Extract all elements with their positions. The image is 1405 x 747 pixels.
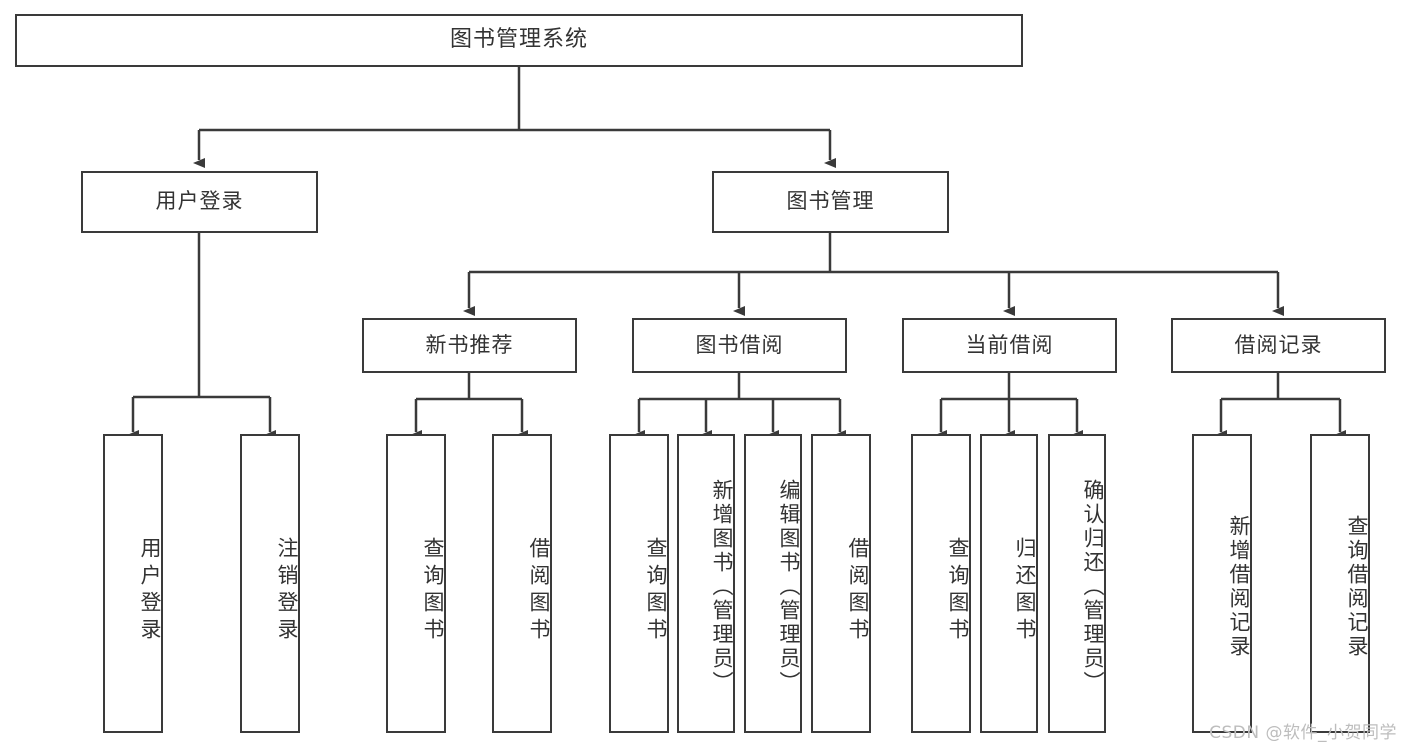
node-root-book-management-system[interactable]: 图书管理系统 [15,14,1023,67]
leaf-borrow-add-book-admin[interactable]: 新增图书（管理员） [677,434,735,733]
node-label: 新书推荐 [425,332,514,357]
leaf-user-login-signin[interactable]: 用户登录 [103,434,163,733]
leaf-borrow-query-book[interactable]: 查询图书 [609,434,669,733]
leaf-record-query-borrow-record[interactable]: 查询借阅记录 [1310,434,1370,733]
node-label: 借阅图书 [846,536,870,645]
leaf-current-confirm-return-admin[interactable]: 确认归还（管理员） [1048,434,1106,733]
node-label: 图书借阅 [695,332,784,357]
node-borrow-record[interactable]: 借阅记录 [1171,318,1386,373]
leaf-recommend-borrow-book[interactable]: 借阅图书 [492,434,552,733]
node-label: 用户登录 [155,189,244,214]
leaf-record-add-borrow-record[interactable]: 新增借阅记录 [1192,434,1252,733]
node-book-borrow[interactable]: 图书借阅 [632,318,847,373]
node-new-book-recommend[interactable]: 新书推荐 [362,318,577,373]
node-label: 当前借阅 [965,332,1054,357]
node-label: 编辑图书（管理员） [777,478,801,695]
node-label: 用户登录 [138,536,162,645]
leaf-current-return-book[interactable]: 归还图书 [980,434,1038,733]
node-label: 注销登录 [275,536,299,645]
node-label: 查询图书 [644,536,668,645]
node-book-management[interactable]: 图书管理 [712,171,949,233]
node-label: 图书管理 [786,189,875,214]
node-label: 新增图书（管理员） [710,478,734,695]
node-label: 借阅记录 [1234,332,1323,357]
node-label: 确认归还（管理员） [1081,478,1105,695]
node-current-borrow[interactable]: 当前借阅 [902,318,1117,373]
leaf-borrow-borrow-book[interactable]: 借阅图书 [811,434,871,733]
node-label: 查询图书 [421,536,445,645]
node-label: 借阅图书 [527,536,551,645]
csdn-watermark: CSDN @软件_小贺同学 [1209,723,1397,743]
node-label: 归还图书 [1013,536,1037,645]
leaf-user-login-signout[interactable]: 注销登录 [240,434,300,733]
node-label: 图书管理系统 [449,27,588,53]
leaf-current-query-book[interactable]: 查询图书 [911,434,971,733]
node-label: 查询图书 [946,536,970,645]
node-label: 新增借阅记录 [1227,514,1251,659]
leaf-recommend-query-book[interactable]: 查询图书 [386,434,446,733]
node-label: 查询借阅记录 [1345,514,1369,659]
node-user-login[interactable]: 用户登录 [81,171,318,233]
leaf-borrow-edit-book-admin[interactable]: 编辑图书（管理员） [744,434,802,733]
